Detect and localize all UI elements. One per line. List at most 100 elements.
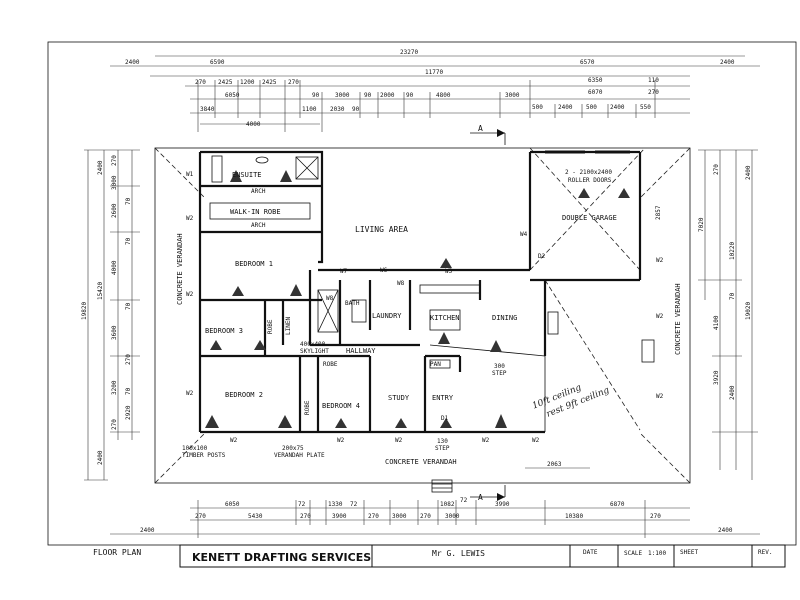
bath-label: BATH — [345, 300, 360, 307]
dim-b1-a: 6050 — [225, 501, 240, 508]
date-label: DATE — [583, 549, 598, 556]
dim-left-outer: 19820 — [81, 302, 88, 320]
step-300-label: 300 — [494, 363, 505, 370]
dim-right-f: 3920 — [713, 370, 720, 385]
dim-r1-a: 270 — [195, 79, 206, 86]
study-label: STUDY — [388, 394, 410, 402]
scale-label: SCALE — [624, 550, 642, 557]
dim-r2-a: 6050 — [225, 92, 240, 99]
floor-plan-title: FLOOR PLAN — [93, 548, 141, 557]
dim-r2-d: 90 — [364, 92, 372, 99]
dim-r1-b: 2425 — [218, 79, 233, 86]
dim-top-right-verandah: 2400 — [720, 59, 735, 66]
step-130-label: 130 — [437, 438, 448, 445]
dim-r4-a: 4000 — [246, 121, 261, 128]
dim-r1-e: 270 — [288, 79, 299, 86]
dim-b2-h: 3000 — [445, 513, 460, 520]
window-tag-w2-d: W2 — [230, 437, 238, 444]
linen-label: LINEN — [285, 317, 292, 335]
dim-r2-j: 270 — [648, 89, 659, 96]
left-dimension-lines: 19820 15420 2400 2400 270 3000 2600 4000… — [81, 149, 140, 481]
dim-b1-g: 3990 — [495, 501, 510, 508]
timber-posts-size-label: 100x100 — [182, 445, 208, 452]
house-walls — [198, 150, 642, 434]
ensuite-label: ENSUITE — [232, 171, 262, 179]
bedroom-4-label: BEDROOM 4 — [322, 402, 360, 410]
window-tag-w2-h: W2 — [532, 437, 540, 444]
bedroom-1-label: BEDROOM 1 — [235, 260, 273, 268]
timber-posts-label: TIMBER POSTS — [182, 452, 226, 459]
dim-r2-f: 90 — [406, 92, 414, 99]
window-tag-w5: W5 — [445, 268, 453, 275]
dim-b3-left: 2400 — [140, 527, 155, 534]
dim-r2-e: 2000 — [380, 92, 395, 99]
dim-left-j: 3200 — [111, 380, 118, 395]
dim-right-b: 2400 — [745, 165, 752, 180]
section-marker-label-top: A — [478, 124, 483, 133]
sheet-border — [47, 41, 797, 546]
dim-left-g: 70 — [125, 302, 132, 310]
dim-top-garage: 6570 — [580, 59, 595, 66]
dim-b1-f: 72 — [460, 497, 468, 504]
dining-label: DINING — [492, 314, 517, 322]
window-tag-w2-k: W2 — [656, 393, 664, 400]
dim-left-m: 270 — [111, 419, 118, 430]
dim-b3-right: 2400 — [718, 527, 733, 534]
handwritten-ceiling-note: 10ft ceiling rest 9ft ceiling — [531, 383, 611, 420]
robe-bedroom-2-label: ROBE — [304, 400, 311, 415]
dim-b2-g: 270 — [420, 513, 431, 520]
window-tag-w2-g: W2 — [482, 437, 490, 444]
dim-r1-d: 2425 — [262, 79, 277, 86]
window-tag-w1: W1 — [186, 171, 194, 178]
dim-left-k: 70 — [125, 387, 132, 395]
sheet-label: SHEET — [680, 549, 698, 556]
dim-right-outer: 19020 — [745, 302, 752, 320]
door-swing-marks — [205, 170, 630, 428]
dim-top-mid: 11770 — [425, 69, 443, 76]
dim-b2-j: 270 — [650, 513, 661, 520]
arch-bottom-label: ARCH — [251, 222, 266, 229]
dim-b1-b: 72 — [298, 501, 306, 508]
section-marker-bottom: A — [470, 485, 506, 502]
dim-r3-h: 2400 — [610, 104, 625, 111]
robe-bedroom-3-label: ROBE — [267, 319, 274, 334]
dim-b2-e: 270 — [368, 513, 379, 520]
dim-right-g: 2400 — [729, 385, 736, 400]
front-steps — [431, 311, 559, 493]
concrete-verandah-bottom-label: CONCRETE VERANDAH — [385, 458, 457, 466]
window-tag-w2-j: W2 — [656, 313, 664, 320]
dim-right-a: 270 — [713, 164, 720, 175]
dim-r3-i: 550 — [640, 104, 651, 111]
skylight-size-label: 400x400 — [300, 341, 326, 348]
robe-bedroom-4-label: ROBE — [323, 361, 338, 368]
bottom-dimension-lines: 6050 72 1330 72 1082 72 3990 6870 270 54… — [110, 497, 760, 538]
client-name: Mr G. LEWIS — [432, 549, 485, 558]
skylight-label: SKYLIGHT — [300, 348, 329, 355]
dim-right-h: 2857 — [655, 205, 662, 220]
dim-b2-i: 10380 — [565, 513, 583, 520]
window-tag-w6: W6 — [380, 267, 388, 274]
bedroom-3-label: BEDROOM 3 — [205, 327, 243, 335]
dim-left-h: 3600 — [111, 325, 118, 340]
verandah-plate-size-label: 200x75 — [282, 445, 304, 452]
top-dimension-lines: 23270 2400 6590 11770 6570 2400 270 2425… — [110, 49, 760, 132]
dim-right-c: 7020 — [698, 217, 705, 232]
company-name: KENETT DRAFTING SERVICES — [192, 551, 371, 564]
side-door-box — [641, 339, 655, 363]
dim-r3-f: 2400 — [558, 104, 573, 111]
walk-in-robe-label: WALK-IN ROBE — [230, 208, 281, 216]
dim-left-c: 70 — [125, 197, 132, 205]
window-tag-w8-b: W8 — [397, 280, 405, 287]
dim-left-verandah-top: 2400 — [97, 160, 104, 175]
window-tag-w8: W8 — [326, 295, 334, 302]
kitchen-label: KITCHEN — [430, 314, 460, 322]
rev-label: REV. — [758, 549, 772, 556]
dim-r2-i: 6070 — [588, 89, 603, 96]
step-300-step-label: STEP — [492, 370, 507, 377]
dim-right-overall: 10220 — [729, 242, 736, 260]
dim-left-overall: 15420 — [97, 282, 104, 300]
section-marker-label-bottom: A — [478, 493, 483, 502]
door-tag-d1: D1 — [441, 415, 449, 422]
dim-b2-c: 270 — [300, 513, 311, 520]
